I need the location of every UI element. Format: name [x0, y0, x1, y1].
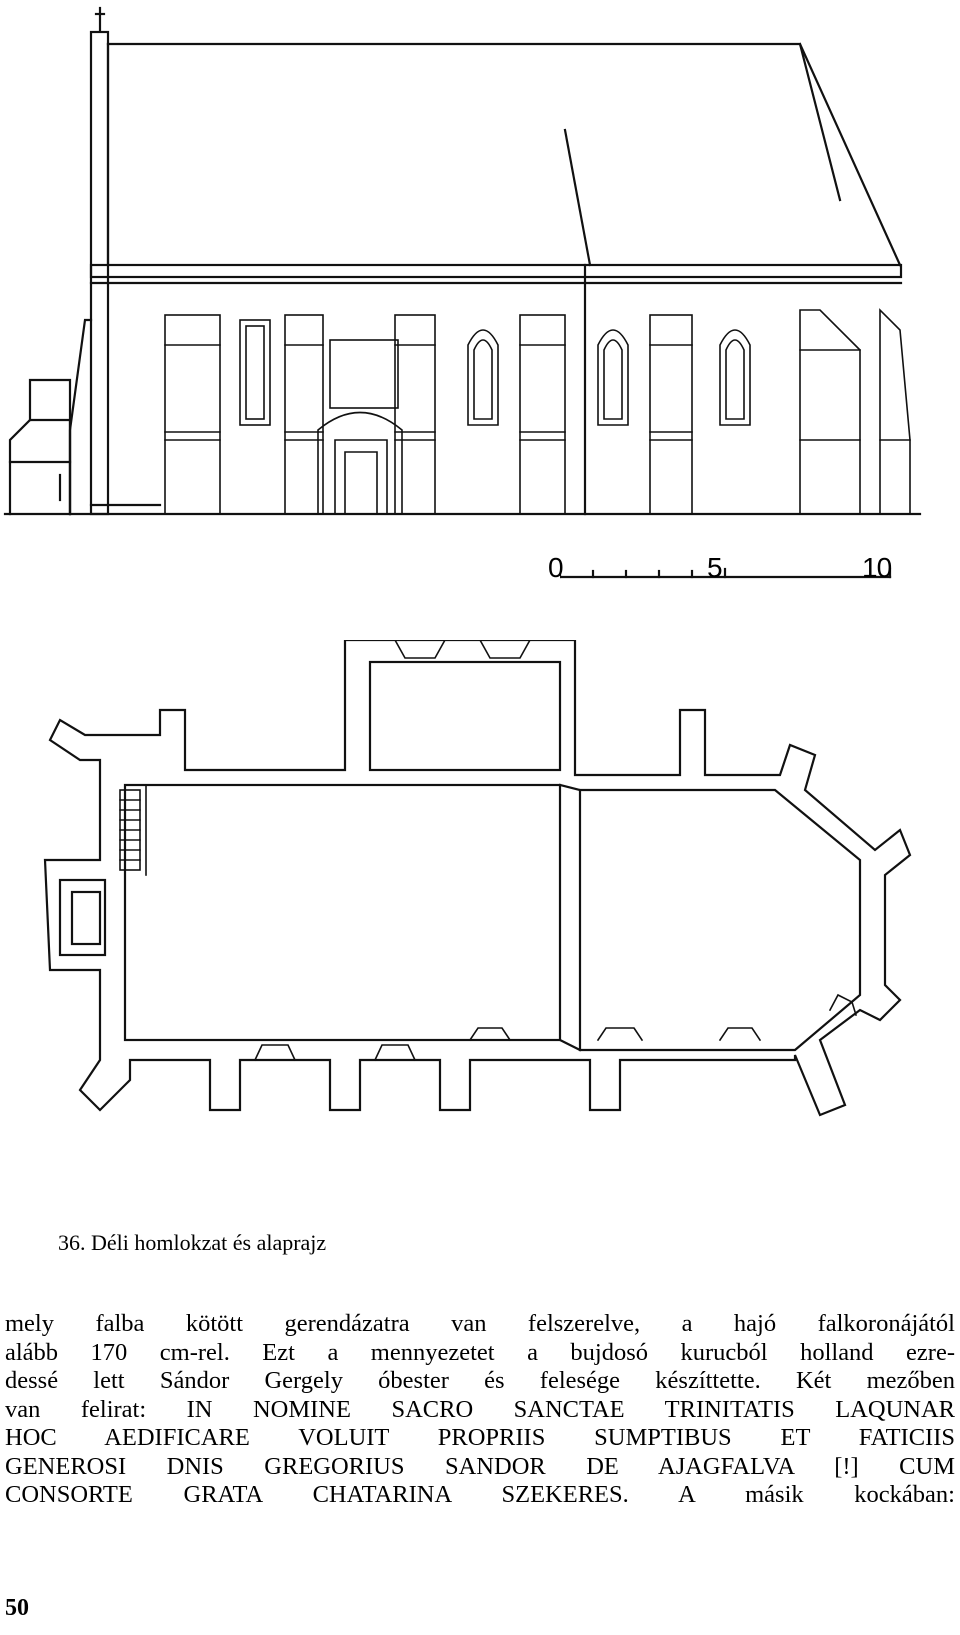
floor-plan-drawing [43, 640, 912, 1117]
text-line: HOC AEDIFICARE VOLUIT PROPRIIS SUMPTIBUS… [5, 1424, 955, 1451]
scale-label-10: 10 [862, 552, 892, 583]
text-line: alább 170 cm-rel. Ezt a mennyezetet a bu… [5, 1338, 955, 1366]
text-line: van felirat: IN NOMINE SACRO SANCTAE TRI… [5, 1395, 955, 1423]
south-facade-elevation-drawing [3, 6, 922, 516]
scale-label-0: 0 [548, 552, 564, 583]
text-line: dessé lett Sándor Gergely óbester és fel… [5, 1367, 955, 1394]
figure-caption: 36. Déli homlokzat és alaprajz [58, 1230, 327, 1255]
text-line: GENEROSI DNIS GREGORIUS SANDOR DE AJAGFA… [5, 1452, 955, 1480]
scale-label-5: 5 [707, 552, 723, 583]
scale-bar [560, 567, 892, 579]
text-line: mely falba kötött gerendázatra van felsz… [5, 1310, 955, 1337]
text-line: CONSORTE GRATA CHATARINA SZEKERES. A más… [5, 1481, 955, 1508]
page-number: 50 [5, 1595, 29, 1621]
body-text: mely falba kötött gerendázatra van felsz… [5, 1310, 955, 1510]
